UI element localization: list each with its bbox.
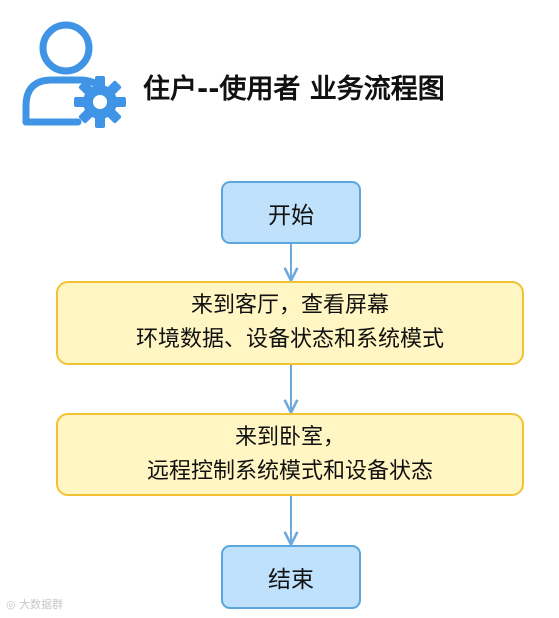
step1-line1: 来到客厅，查看屏幕 [190, 293, 389, 318]
step1-node: 来到客厅，查看屏幕 环境数据、设备状态和系统模式 [56, 281, 524, 365]
end-node-label: 结束 [268, 567, 314, 593]
end-node: 结束 [221, 545, 361, 609]
watermark-icon: ◎ [6, 598, 16, 611]
watermark: ◎ 大数据群 [6, 596, 63, 612]
step2-line1: 来到卧室， [234, 424, 345, 450]
gear-icon [74, 76, 126, 128]
start-node: 开始 [221, 181, 361, 244]
step1-line2: 环境数据、设备状态和系统模式 [135, 327, 444, 352]
step2-line2: 远程控制系统模式和设备状态 [146, 458, 433, 484]
user-head-shape [39, 21, 93, 75]
diagram-title: 住户--使用者 业务流程图 [143, 74, 445, 105]
watermark-text: 大数据群 [19, 598, 64, 611]
user-gear-icon [22, 21, 126, 128]
start-node-label: 开始 [268, 202, 314, 229]
step2-node: 来到卧室， 远程控制系统模式和设备状态 [56, 413, 524, 496]
